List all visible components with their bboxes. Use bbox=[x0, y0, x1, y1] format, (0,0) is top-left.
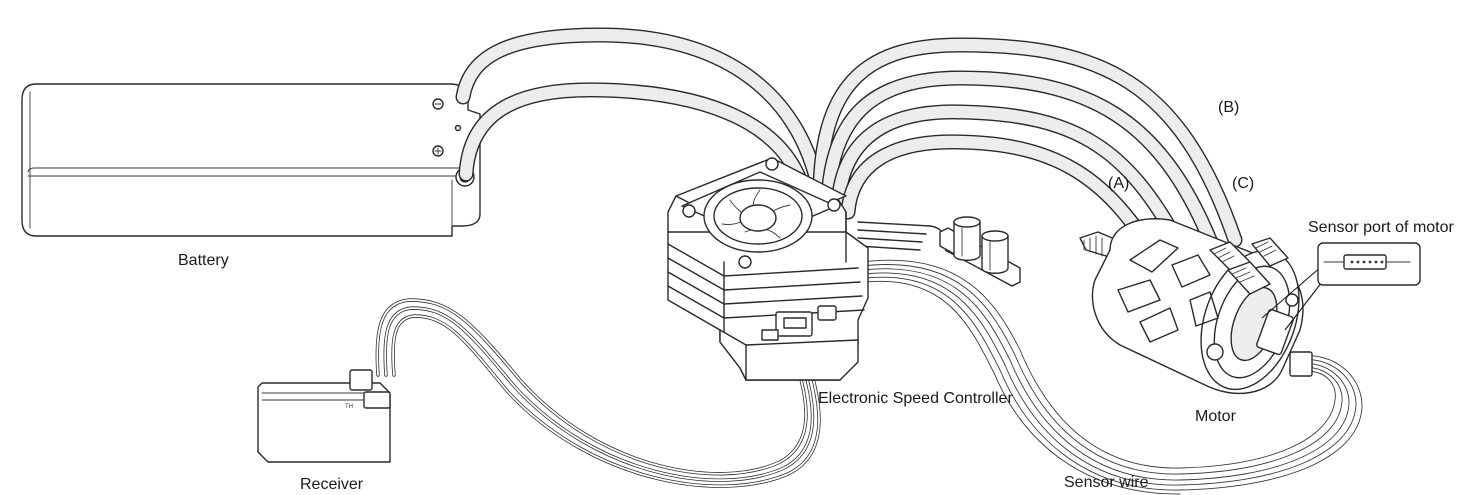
battery-power-cables bbox=[455, 27, 828, 208]
motor-sensor-port bbox=[1256, 308, 1294, 356]
capacitor-leads bbox=[857, 221, 946, 251]
sensor-plug-motor-side bbox=[1289, 351, 1313, 377]
esc-receiver-port bbox=[817, 305, 837, 321]
phase-c-label: (C) bbox=[1232, 175, 1254, 192]
sensor-wire bbox=[861, 259, 1363, 495]
sensor-port-callout bbox=[1261, 242, 1421, 331]
receiver-wire bbox=[375, 298, 821, 488]
sensor-port-label: Sensor port of motor bbox=[1308, 219, 1455, 236]
receiver: TH bbox=[257, 369, 391, 463]
capacitor-module bbox=[939, 216, 1021, 287]
receiver-channel-port bbox=[363, 391, 391, 409]
motor-phase-cables bbox=[812, 37, 1243, 273]
phase-b-label: (B) bbox=[1218, 99, 1239, 116]
esc-fan-icon bbox=[703, 179, 813, 253]
motor-label: Motor bbox=[1195, 408, 1237, 425]
battery bbox=[21, 83, 481, 237]
svg-text:TH: TH bbox=[345, 404, 353, 410]
sensor-wire-label: Sensor wire bbox=[1064, 474, 1149, 491]
receiver-label: Receiver bbox=[300, 476, 364, 493]
motor-phase-terminals bbox=[1209, 237, 1289, 295]
battery-label: Battery bbox=[178, 252, 229, 269]
receiver-servo-plug bbox=[349, 369, 373, 391]
electronic-speed-controller bbox=[667, 157, 869, 381]
esc-label: Electronic Speed Controller bbox=[818, 390, 1013, 407]
motor bbox=[1079, 218, 1304, 395]
phase-a-label: (A) bbox=[1108, 175, 1129, 192]
